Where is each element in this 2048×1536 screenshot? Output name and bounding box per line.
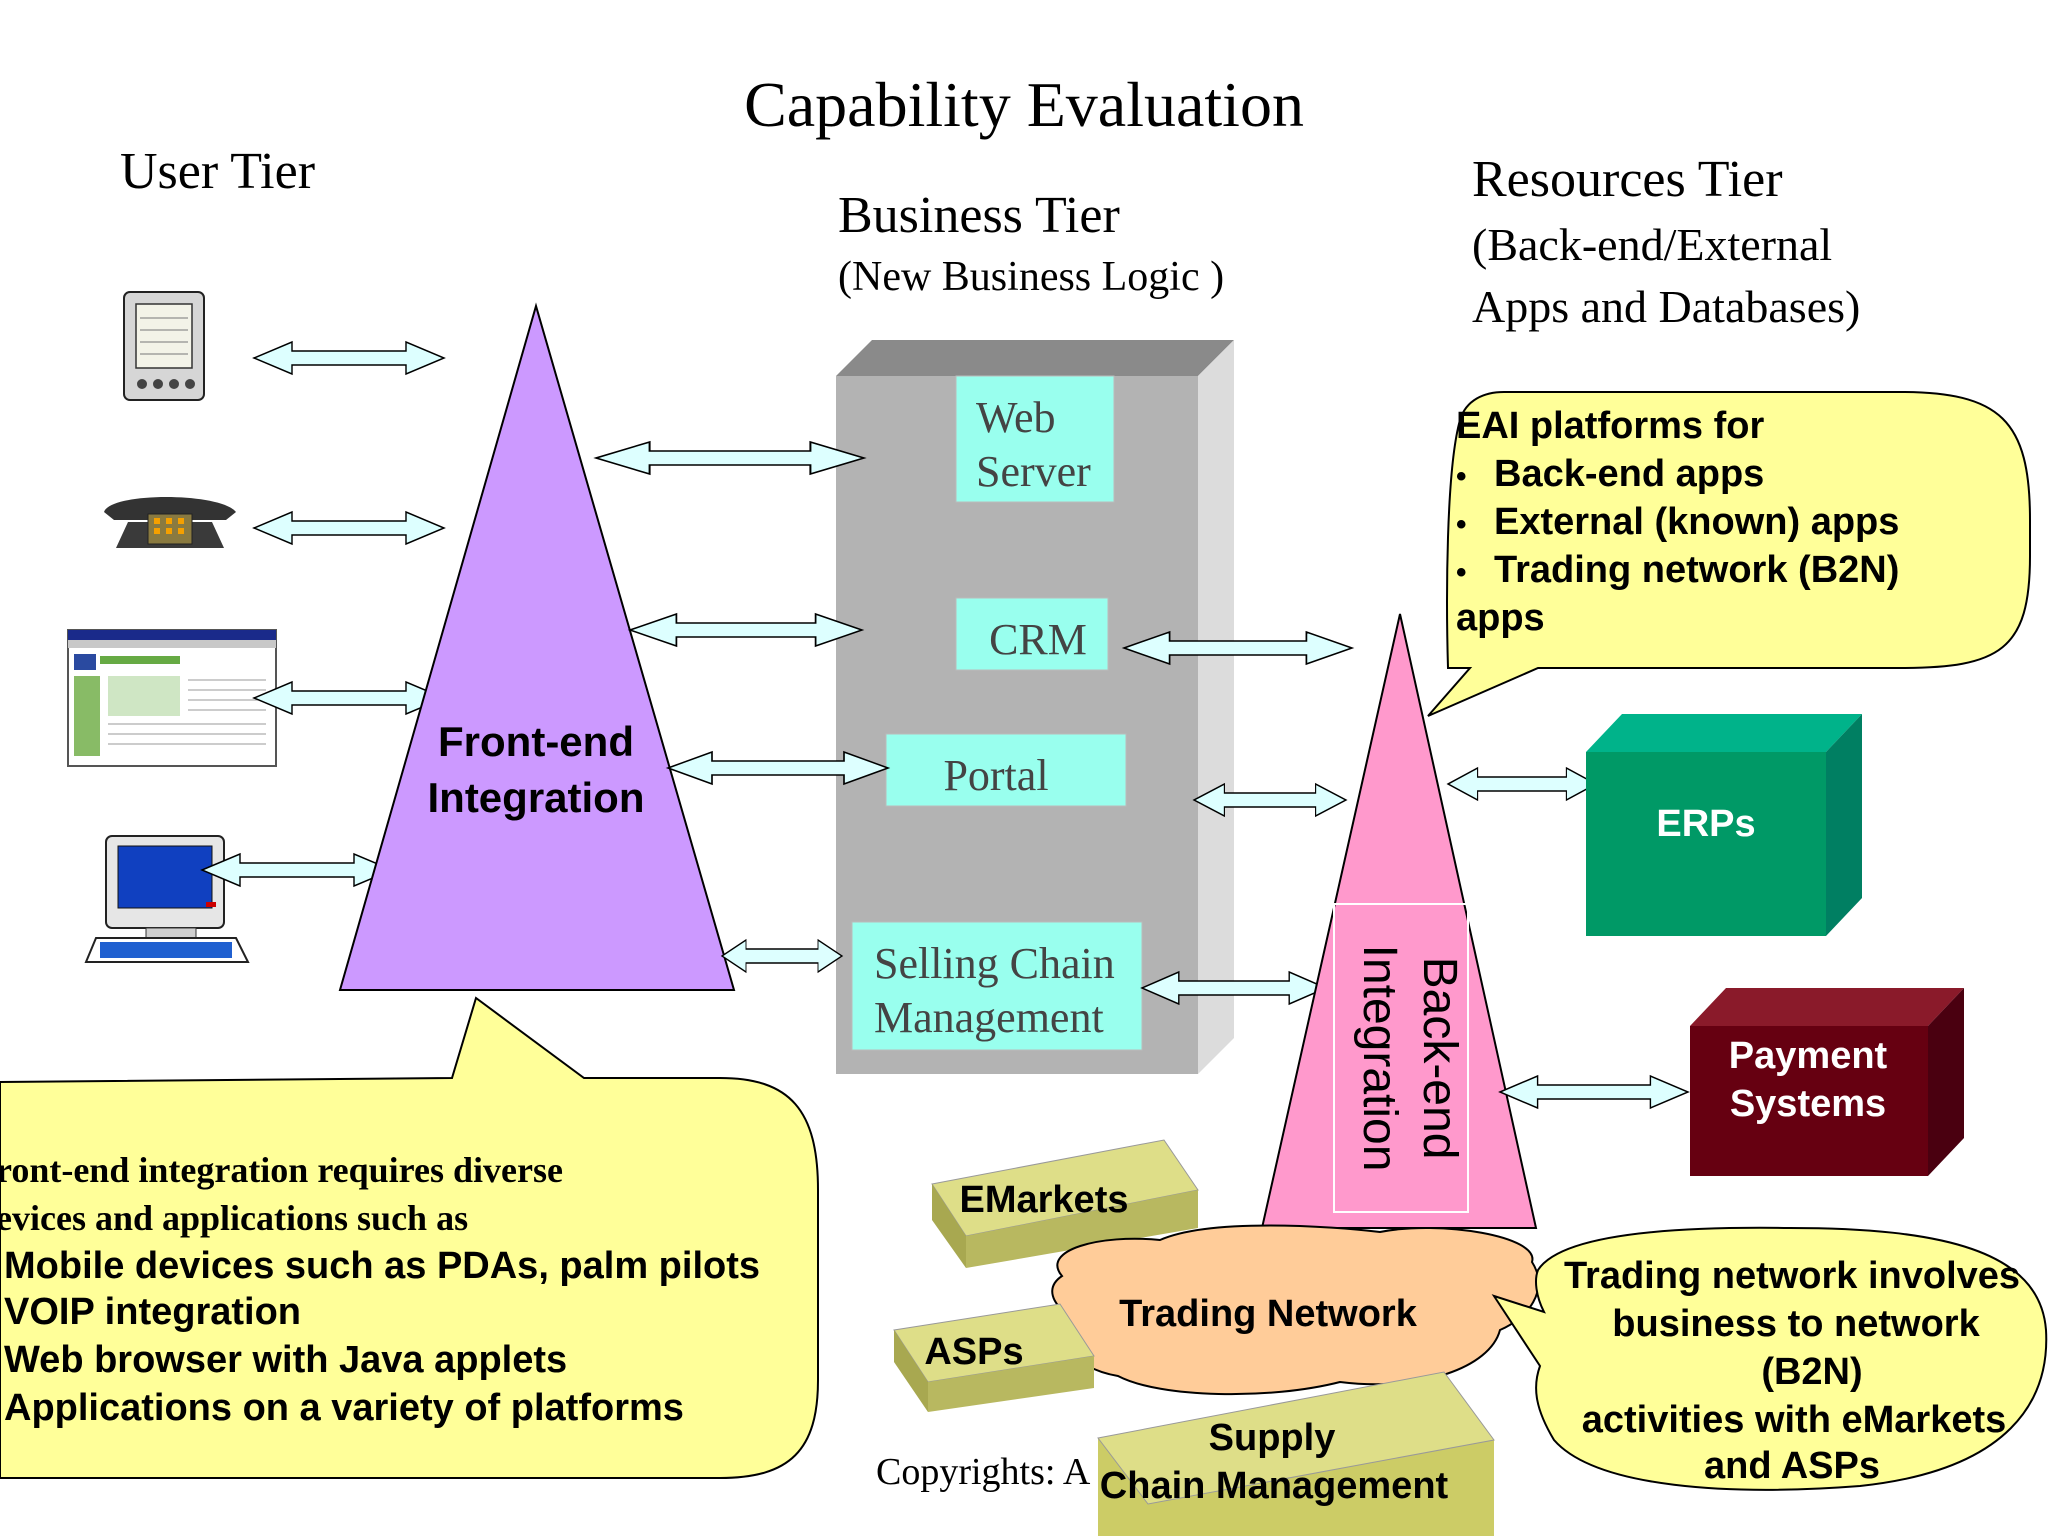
telephone-icon [104,497,236,548]
backend-label-1: Back-end [1413,957,1466,1160]
trading-callout-line-5: and ASPs [1704,1445,1880,1487]
frontend-callout-item-2: VOIP integration [4,1291,301,1333]
eai-item-3: Trading network (B2N) [1494,549,1899,591]
payment-systems-box: Payment Systems [1690,988,1964,1176]
web-browser-icon [67,629,277,767]
erps-box: ERPs [1586,714,1862,936]
resources-tier-subheading-2: Apps and Databases) [1472,281,1860,332]
trading-callout-line-4: activities with eMarkets [1582,1399,2007,1441]
web-server-label-2: Server [976,447,1091,496]
payment-label-2: Systems [1730,1083,1886,1125]
payment-label-1: Payment [1729,1035,1888,1077]
frontend-callout-line-2: evices and applications such as [0,1198,468,1238]
trading-callout-line-3: (B2N) [1761,1351,1862,1393]
copyright-footer: Copyrights: A [876,1451,1091,1493]
trading-network-callout: Trading network involves business to net… [1491,1226,2048,1491]
web-server-box: Web Server [955,375,1115,503]
phone-frontend-arrow [253,511,445,545]
supply-chain-label-2: Chain Management [1100,1465,1449,1507]
portal-label: Portal [943,751,1048,800]
trading-callout-line-1: Trading network involves [1564,1255,2020,1297]
computer-frontend-arrow [201,853,393,887]
trading-callout-line-2: business to network [1612,1303,1980,1345]
resources-tier-heading: Resources Tier [1472,151,1783,208]
pda-icon [123,291,205,401]
asps-label: ASPs [924,1331,1023,1373]
web-server-label-1: Web [976,393,1056,442]
frontend-label-2: Integration [428,774,645,821]
crm-box: CRM [955,597,1109,671]
crm-label: CRM [989,615,1087,664]
portal-box: Portal [885,733,1127,807]
eai-item-1: Back-end apps [1494,453,1764,495]
business-tier-subheading: (New Business Logic ) [838,254,1224,300]
selling-chain-box: Selling Chain Management [851,921,1143,1051]
frontend-selling-chain-arrow [721,939,843,973]
frontend-callout-item-3: Web browser with Java applets [4,1339,567,1381]
frontend-label-1: Front-end [438,718,634,765]
eai-tail: apps [1456,597,1545,639]
backend-erps-arrow [1447,767,1597,801]
trading-network-cloud: Trading Network [1051,1224,1540,1396]
erps-label: ERPs [1656,803,1755,845]
frontend-callout-line-1: ront-end integration requires diverse [0,1150,563,1190]
eai-bullet-3: • [1456,556,1467,589]
business-tier-heading: Business Tier [838,187,1120,244]
emarkets-block: EMarkets [931,1139,1199,1268]
diagram-title: Capability Evaluation [744,69,1304,140]
pda-frontend-arrow [253,341,445,375]
backend-label-2: Integration [1353,945,1406,1172]
frontend-callout-item-1: Mobile devices such as PDAs, palm pilots [4,1245,760,1287]
browser-frontend-arrow [253,681,445,715]
backend-payment-arrow [1499,1075,1689,1109]
eai-bullet-1: • [1456,460,1467,493]
frontend-requirements-callout: ront-end integration requires diverse ev… [0,996,819,1479]
frontend-portal-arrow [667,751,889,785]
backend-label-frame [1333,903,1469,1213]
eai-bullet-2: • [1456,508,1467,541]
supply-chain-label-1: Supply [1209,1417,1336,1459]
frontend-crm-arrow [629,613,863,647]
resources-tier-subheading-1: (Back-end/External [1472,219,1832,270]
selling-chain-label-1: Selling Chain [874,939,1115,988]
frontend-webserver-arrow [594,440,866,476]
eai-heading: EAI platforms for [1456,405,1764,447]
user-tier-heading: User Tier [120,143,315,200]
crm-backend-arrow [1123,631,1353,665]
selling-chain-label-2: Management [874,993,1104,1042]
supply-chain-block: Supply Chain Management [1097,1371,1495,1536]
eai-item-2: External (known) apps [1494,501,1899,543]
asps-block: ASPs [893,1303,1095,1412]
frontend-integration-triangle [338,302,736,991]
trading-network-label: Trading Network [1119,1293,1418,1335]
frontend-callout-item-4: Applications on a variety of platforms [4,1387,684,1429]
eai-platforms-callout: EAI platforms for • Back-end apps • Exte… [1427,391,2031,717]
emarkets-label: EMarkets [960,1179,1129,1221]
block-backend-arrow [1193,783,1347,817]
desktop-computer-icon [84,835,250,963]
